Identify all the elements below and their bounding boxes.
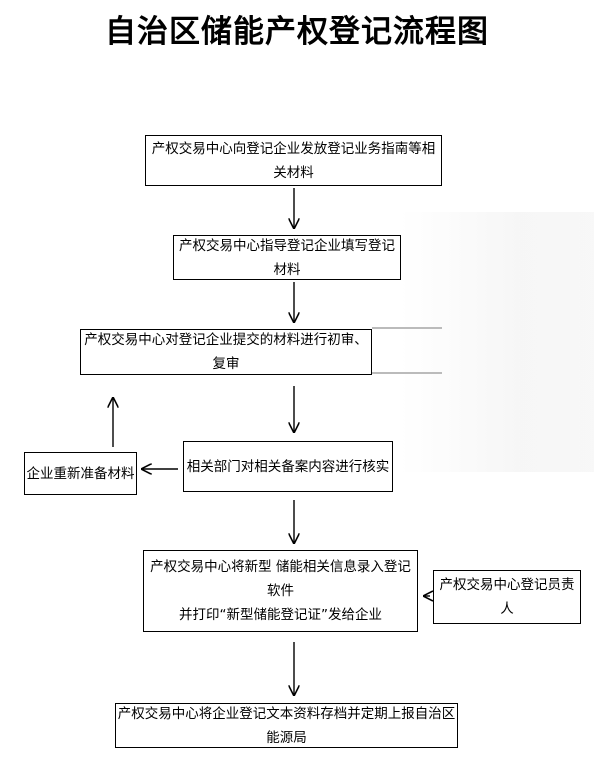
registrar-box: 产权交易中心登记员责人: [433, 570, 581, 624]
registrar-text: 产权交易中心登记员责人: [439, 577, 575, 617]
step-send-guide-text: 产权交易中心向登记企业发放登记业务指南等相关材料: [151, 140, 436, 181]
step-fill-materials-text: 产权交易中心指导登记企业填写登记材料: [179, 237, 395, 278]
scan-artifact: [400, 212, 594, 472]
step-resubmit: 企业重新准备材料: [24, 452, 137, 495]
step-archive-report-text: 产权交易中心将企业登记文本资料存档并定期上报自治区能源局: [117, 705, 456, 746]
step-resubmit-text: 企业重新准备材料: [26, 465, 135, 482]
step-register-certificate: 产权交易中心将新型 储能相关信息录入登记软件 并打印“新型储能登记证”发给企业: [143, 550, 418, 632]
step-send-guide: 产权交易中心向登记企业发放登记业务指南等相关材料: [145, 135, 442, 186]
step-register-certificate-line1: 产权交易中心将新型 储能相关信息录入登记软件: [150, 559, 411, 599]
step-archive-report: 产权交易中心将企业登记文本资料存档并定期上报自治区能源局: [115, 703, 458, 748]
step-review-text: 产权交易中心对登记企业提交的材料进行初审、复审: [84, 332, 368, 372]
page-title: 自治区储能产权登记流程图: [105, 14, 489, 50]
step-fill-materials: 产权交易中心指导登记企业填写登记材料: [173, 235, 401, 280]
step-review: 产权交易中心对登记企业提交的材料进行初审、复审: [80, 329, 372, 375]
step-register-certificate-line2: 并打印“新型储能登记证”发给企业: [179, 607, 382, 623]
scan-artifact-line: [372, 327, 442, 329]
step-verify-text: 相关部门对相关备案内容进行核实: [186, 458, 390, 475]
scan-artifact-line: [372, 372, 442, 374]
step-verify: 相关部门对相关备案内容进行核实: [183, 441, 393, 492]
